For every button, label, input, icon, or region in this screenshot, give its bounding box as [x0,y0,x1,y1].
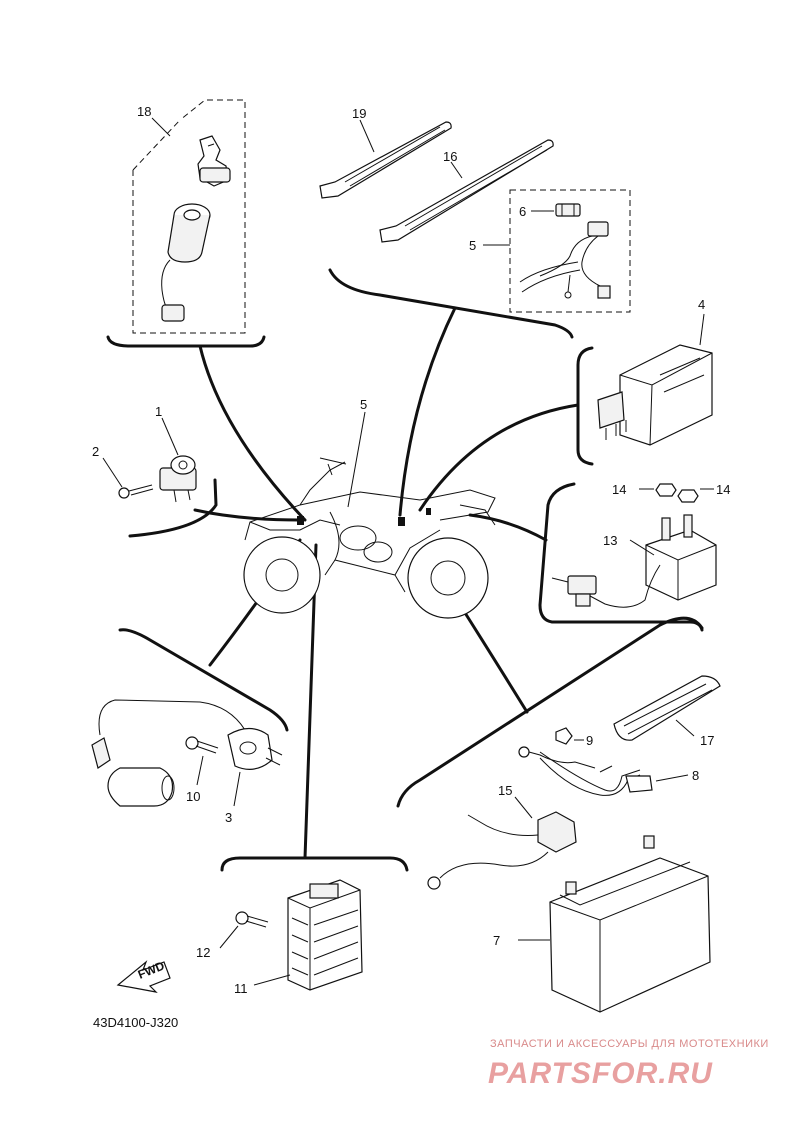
callout-5-vehicle: 5 [360,397,367,412]
plus-lead-assembly: 15 [427,783,577,890]
callout-11: 11 [234,981,248,996]
battery-band: 17 [613,675,721,748]
callout-14-right: 14 [716,482,730,497]
cable-band-19: 19 [319,106,452,199]
callout-8: 8 [692,768,699,783]
starter-relay: 13 14 14 [551,482,730,608]
diagram-code: 43D4100-J320 [93,1015,178,1030]
watermark-brand: PARTSFOR.RU [488,1057,713,1090]
relay-assembly: 1 2 [92,404,197,503]
callout-9: 9 [586,733,593,748]
callout-5-harness: 5 [469,238,476,253]
callout-4: 4 [698,297,705,312]
ignition-key [197,135,231,187]
battery: 7 [493,835,711,1013]
rectifier-regulator-assembly: 12 11 [196,879,363,996]
minus-lead-assembly: 9 8 [518,727,699,796]
callout-10: 10 [186,789,200,804]
regulator-bolt [235,911,269,928]
callout-12: 12 [196,945,210,960]
cable-band-16: 16 [379,139,554,243]
callout-15: 15 [498,783,512,798]
starter-relay-nuts [655,483,699,503]
callout-6: 6 [519,204,526,219]
coil-bolt [185,736,219,754]
callout-14-left: 14 [612,482,626,497]
main-switch-group: 18 [132,99,246,334]
harness-wires [519,221,611,299]
callout-3: 3 [225,810,232,825]
fuse [555,203,581,217]
callout-19: 19 [352,106,366,121]
wire-harness-group: 6 5 [469,189,631,313]
main-switch [161,203,211,322]
watermark-tagline: ЗАПЧАСТИ И АКСЕССУАРЫ ДЛЯ МОТОТЕХНИКИ [490,1038,769,1050]
atv-vehicle: 5 [243,397,496,619]
callout-7: 7 [493,933,500,948]
relay-bolt [118,484,154,499]
callout-2: 2 [92,444,99,459]
ignition-coil-assembly: 10 3 [91,699,283,825]
callout-18: 18 [137,104,151,119]
callout-1: 1 [155,404,162,419]
callout-17: 17 [700,733,714,748]
group-leaders [106,268,704,872]
watermark: ЗАПЧАСТИ И АКСЕССУАРЫ ДЛЯ МОТОТЕХНИКИ PA… [488,1038,769,1090]
callout-16: 16 [443,149,457,164]
callout-13: 13 [603,533,617,548]
cdi-unit: 4 [597,297,713,446]
fwd-arrow: FWD [116,958,171,993]
